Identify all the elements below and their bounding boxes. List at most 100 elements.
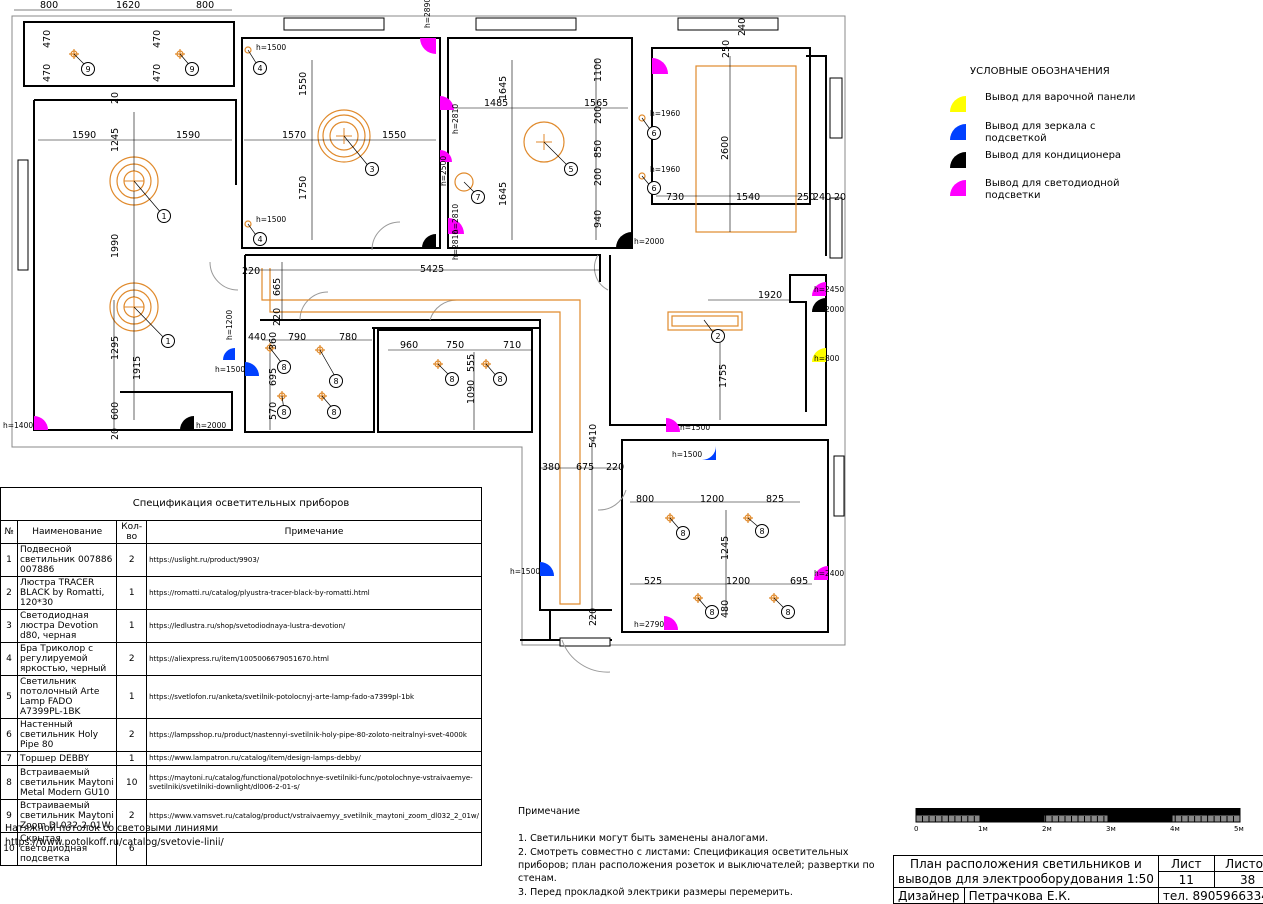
spec-num: 6 bbox=[0, 718, 19, 752]
height-label: h=1500 bbox=[256, 215, 286, 224]
fixture-callout bbox=[81, 62, 95, 76]
dimension-label: 675 bbox=[576, 462, 594, 473]
dimension-label: 695 bbox=[268, 368, 279, 386]
fixture-callout bbox=[647, 126, 661, 140]
fixture-callout-number: 8 bbox=[333, 377, 338, 386]
spec-header-name: Наименование bbox=[17, 520, 118, 544]
spec-note[interactable]: https://lampsshop.ru/product/nastennyi-s… bbox=[146, 718, 482, 752]
dimension-label: 200 bbox=[593, 168, 604, 186]
scale-bar bbox=[915, 808, 1241, 823]
spec-name: Светильник потолочный Arte Lamp FADO A73… bbox=[17, 675, 118, 719]
spec-qty: 1 bbox=[116, 609, 148, 643]
spec-note[interactable]: https://svetlofon.ru/anketa/svetilnik-po… bbox=[146, 675, 482, 719]
dimension-label: 5410 bbox=[588, 424, 599, 448]
dimension-label: 1755 bbox=[718, 364, 729, 388]
fixture-callout bbox=[676, 526, 690, 540]
dimension-label: 1090 bbox=[466, 380, 477, 404]
dimension-label: 1920 bbox=[758, 290, 782, 301]
fixture-callout-number: 8 bbox=[331, 408, 336, 417]
spec-name: Настенный светильник Holy Pipe 80 bbox=[17, 718, 118, 752]
fixture-callout bbox=[705, 605, 719, 619]
dimension-label: 600 bbox=[110, 402, 121, 420]
height-label: h=1500 bbox=[510, 567, 540, 576]
fixture-callout-number: 9 bbox=[85, 65, 90, 74]
dimension-label: 1550 bbox=[298, 72, 309, 96]
dimension-label: 1570 bbox=[282, 130, 306, 141]
note-line: стенам. bbox=[518, 873, 557, 884]
spec-qty: 1 bbox=[116, 675, 148, 719]
height-label: h=1500 bbox=[680, 423, 710, 432]
fixture-callout-number: 7 bbox=[475, 193, 480, 202]
dimension-label: 1645 bbox=[498, 76, 509, 100]
spec-num: 2 bbox=[0, 576, 19, 610]
fixture-callout bbox=[445, 372, 459, 386]
spec-note[interactable]: https://romatti.ru/catalog/plyustra-trac… bbox=[146, 576, 482, 610]
note-line: 2. Смотреть совместно с листами: Специфи… bbox=[518, 847, 849, 858]
height-label: h=1500 bbox=[215, 365, 245, 374]
note-line: 1. Светильники могут быть заменены анало… bbox=[518, 833, 769, 844]
fixture-callout bbox=[161, 334, 175, 348]
dimension-label: 800 bbox=[40, 0, 58, 11]
fixture-callout bbox=[253, 232, 267, 246]
dimension-label: 850 bbox=[593, 140, 604, 158]
height-label: h=1960 bbox=[650, 165, 680, 174]
fixture-callout-number: 1 bbox=[161, 212, 166, 221]
fixture-callout-number: 8 bbox=[449, 375, 454, 384]
dimension-label: 240 bbox=[737, 18, 748, 36]
spec-qty: 2 bbox=[116, 543, 148, 577]
spec-note bbox=[146, 832, 482, 866]
fixture-callout bbox=[711, 329, 725, 343]
fixture-callout bbox=[329, 374, 343, 388]
spec-header-qty: Кол-во bbox=[116, 520, 148, 544]
dimension-label: 1590 bbox=[176, 130, 200, 141]
spec-note[interactable]: https://www.lampatron.ru/catalog/item/de… bbox=[146, 751, 482, 766]
legend-title: УСЛОВНЫЕ ОБОЗНАЧЕНИЯ bbox=[970, 66, 1110, 77]
height-label: h=1500 bbox=[256, 43, 286, 52]
dimension-label: 1295 bbox=[110, 336, 121, 360]
dimension-label: 1590 bbox=[72, 130, 96, 141]
height-label: h=2450 bbox=[814, 285, 844, 294]
spec-name: Скрытая светодиодная подсветка bbox=[17, 832, 118, 866]
fixture-callout bbox=[755, 524, 769, 538]
spec-note[interactable]: https://www.vamsvet.ru/catalog/product/v… bbox=[146, 799, 482, 833]
fixture-callout-number: 8 bbox=[709, 608, 714, 617]
stamp-phone: тел. 89059663342 bbox=[1157, 887, 1263, 904]
height-label: h=2790 bbox=[634, 620, 664, 629]
fixture-callout-number: 6 bbox=[651, 184, 656, 193]
spec-name: Торшер DEBBY bbox=[17, 751, 118, 766]
spec-num: 3 bbox=[0, 609, 19, 643]
dimension-label: 1620 bbox=[116, 0, 140, 11]
fixture-callout-number: 1 bbox=[165, 337, 170, 346]
fixture-callout-number: 8 bbox=[281, 408, 286, 417]
dimension-label: 220 bbox=[272, 308, 283, 326]
height-label: h=2500 bbox=[439, 156, 448, 186]
spec-qty: 2 bbox=[116, 799, 148, 833]
dimension-label: 1990 bbox=[110, 234, 121, 258]
spec-note[interactable]: https://aliexpress.ru/item/1005006679051… bbox=[146, 642, 482, 676]
legend-label-mirror: Вывод для зеркала с подсветкой bbox=[985, 121, 1096, 144]
dimension-label: 790 bbox=[288, 332, 306, 343]
dimension-label: 20 bbox=[110, 92, 121, 104]
dimension-label: 1565 bbox=[584, 98, 608, 109]
spec-name: Светодиодная люстра Devotion d80, черная bbox=[17, 609, 118, 643]
spec-note[interactable]: https://maytoni.ru/catalog/functional/po… bbox=[146, 765, 482, 800]
legend-label-hob: Вывод для варочной панели bbox=[985, 92, 1136, 103]
spec-note[interactable]: https://uslight.ru/product/9903/ bbox=[146, 543, 482, 577]
spec-note[interactable]: https://ledlustra.ru/shop/svetodiodnaya-… bbox=[146, 609, 482, 643]
fixture-callout bbox=[253, 61, 267, 75]
dimension-label: 1100 bbox=[593, 58, 604, 82]
dimension-label: 480 bbox=[720, 600, 731, 618]
note-line: приборов; план расположения розеток и вы… bbox=[518, 860, 875, 871]
ceiling-note-link[interactable]: https://www.potolkoff.ru/catalog/svetovi… bbox=[5, 837, 224, 848]
dimension-label: 825 bbox=[766, 494, 784, 505]
dimension-label: 20 bbox=[110, 428, 121, 440]
fixture-callout-number: 4 bbox=[257, 64, 262, 73]
spec-qty: 2 bbox=[116, 642, 148, 676]
